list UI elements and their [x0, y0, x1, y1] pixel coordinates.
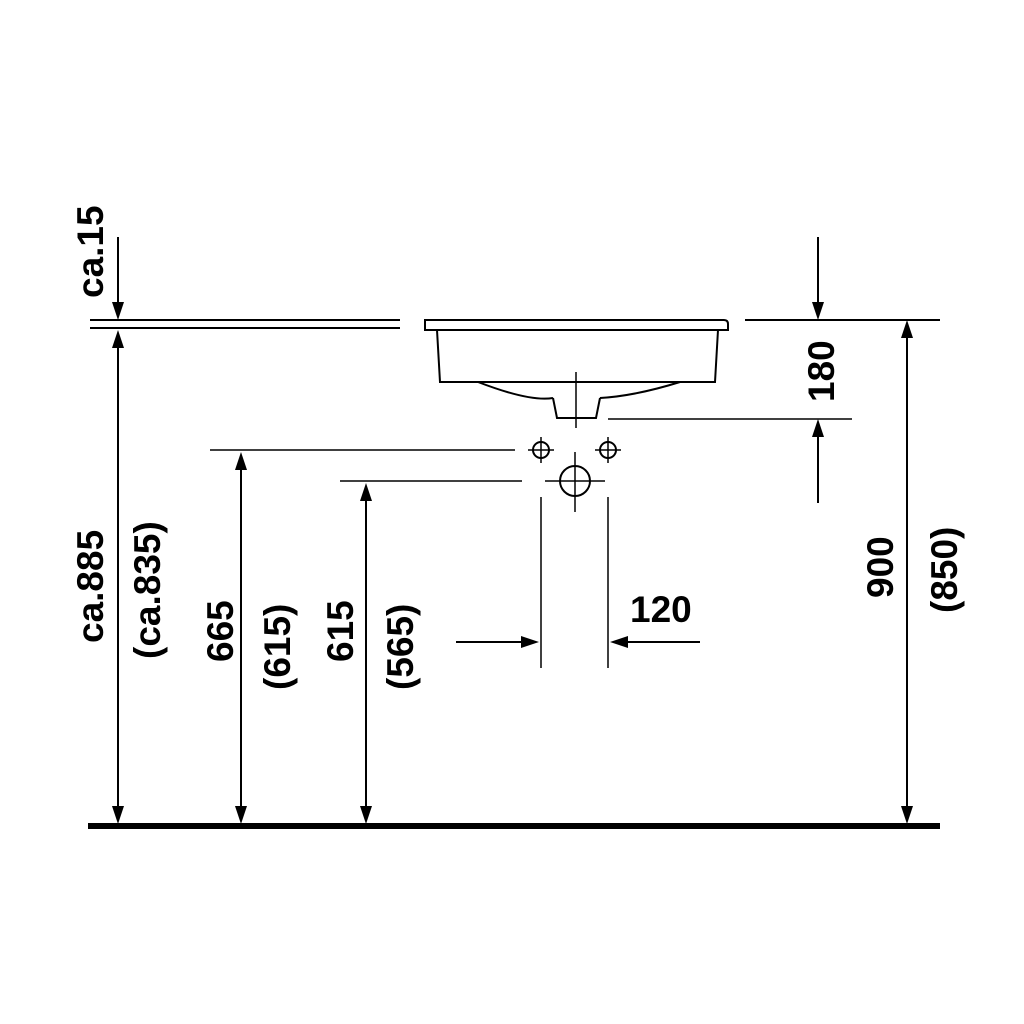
- dim-drain-height-label: 615: [320, 600, 361, 662]
- dim-rim-height-line: [112, 330, 124, 824]
- dim-overflow-gap-label: ca.15: [70, 205, 111, 298]
- tap-hole-right: [595, 437, 621, 463]
- dim-drain-height-line: [360, 483, 372, 824]
- dim-counter-height-alt-label: (850): [924, 527, 965, 613]
- tap-hole-left: [528, 437, 554, 463]
- basin-profile: [424, 319, 729, 428]
- dim-rim-height-alt-label: (ca.835): [127, 521, 168, 659]
- dim-upper-hole-height-label: 665: [200, 600, 241, 662]
- drain-hole: [545, 452, 605, 512]
- dim-basin-depth-arrows: [812, 237, 824, 503]
- dim-counter-height-line: [901, 320, 913, 824]
- dim-rim-height-label: ca.885: [70, 530, 111, 643]
- dim-upper-hole-height-alt-label: (615): [257, 604, 298, 690]
- dim-counter-height-label: 900: [860, 536, 901, 598]
- dim-basin-depth-label: 180: [801, 340, 842, 402]
- dim-drain-width-label: 120: [630, 589, 692, 630]
- dim-overflow-gap-arrow: [112, 237, 124, 320]
- dim-upper-hole-height-line: [235, 452, 247, 824]
- dim-drain-width-arrows: [456, 636, 700, 648]
- dim-drain-height-alt-label: (565): [380, 604, 421, 690]
